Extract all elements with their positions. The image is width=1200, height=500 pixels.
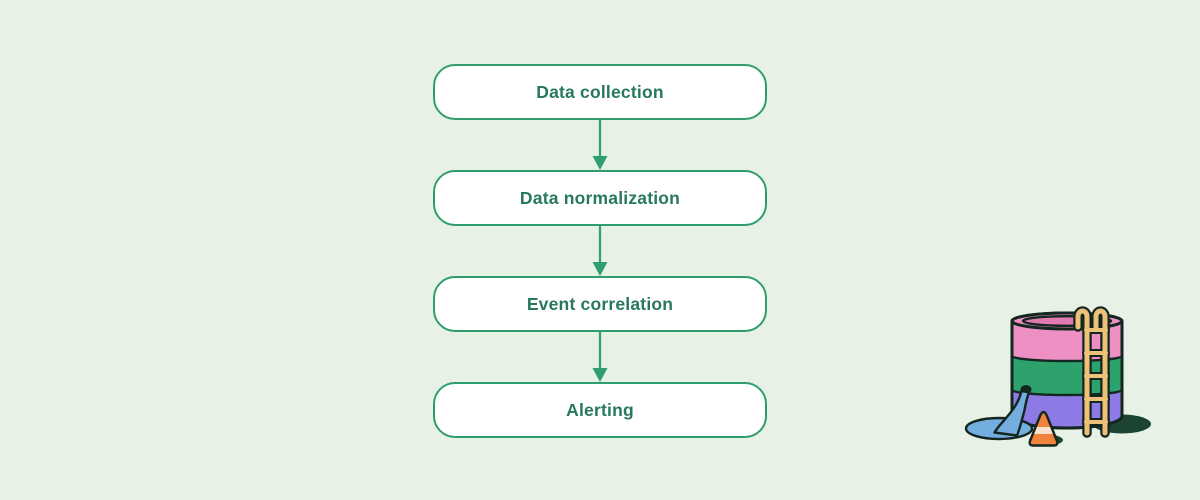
- flow-step-alerting: Alerting: [433, 382, 767, 438]
- cone-stripe: [1029, 427, 1058, 434]
- ladder: [1073, 306, 1110, 438]
- flowchart: Data collection Data normalization Event…: [433, 64, 767, 438]
- flow-step-label: Data collection: [536, 81, 664, 102]
- flow-step-label: Data normalization: [519, 187, 681, 208]
- flow-arrow-down-3: [592, 332, 608, 382]
- flow-step-label: Event correlation: [526, 293, 674, 314]
- traffic-cone: [1028, 410, 1059, 447]
- flow-step-event-correlation: Event correlation: [433, 276, 767, 332]
- water-tank-illustration: [964, 306, 1151, 447]
- tank-band-green: [1012, 356, 1122, 395]
- flow-step-data-collection: Data collection: [433, 64, 767, 120]
- flow-arrow-down-2: [592, 226, 608, 276]
- water-leak-stream: [993, 389, 1031, 437]
- flow-step-label: Alerting: [566, 399, 634, 420]
- flow-step-data-normalization: Data normalization: [433, 170, 767, 226]
- flow-arrow-down-1: [592, 120, 608, 170]
